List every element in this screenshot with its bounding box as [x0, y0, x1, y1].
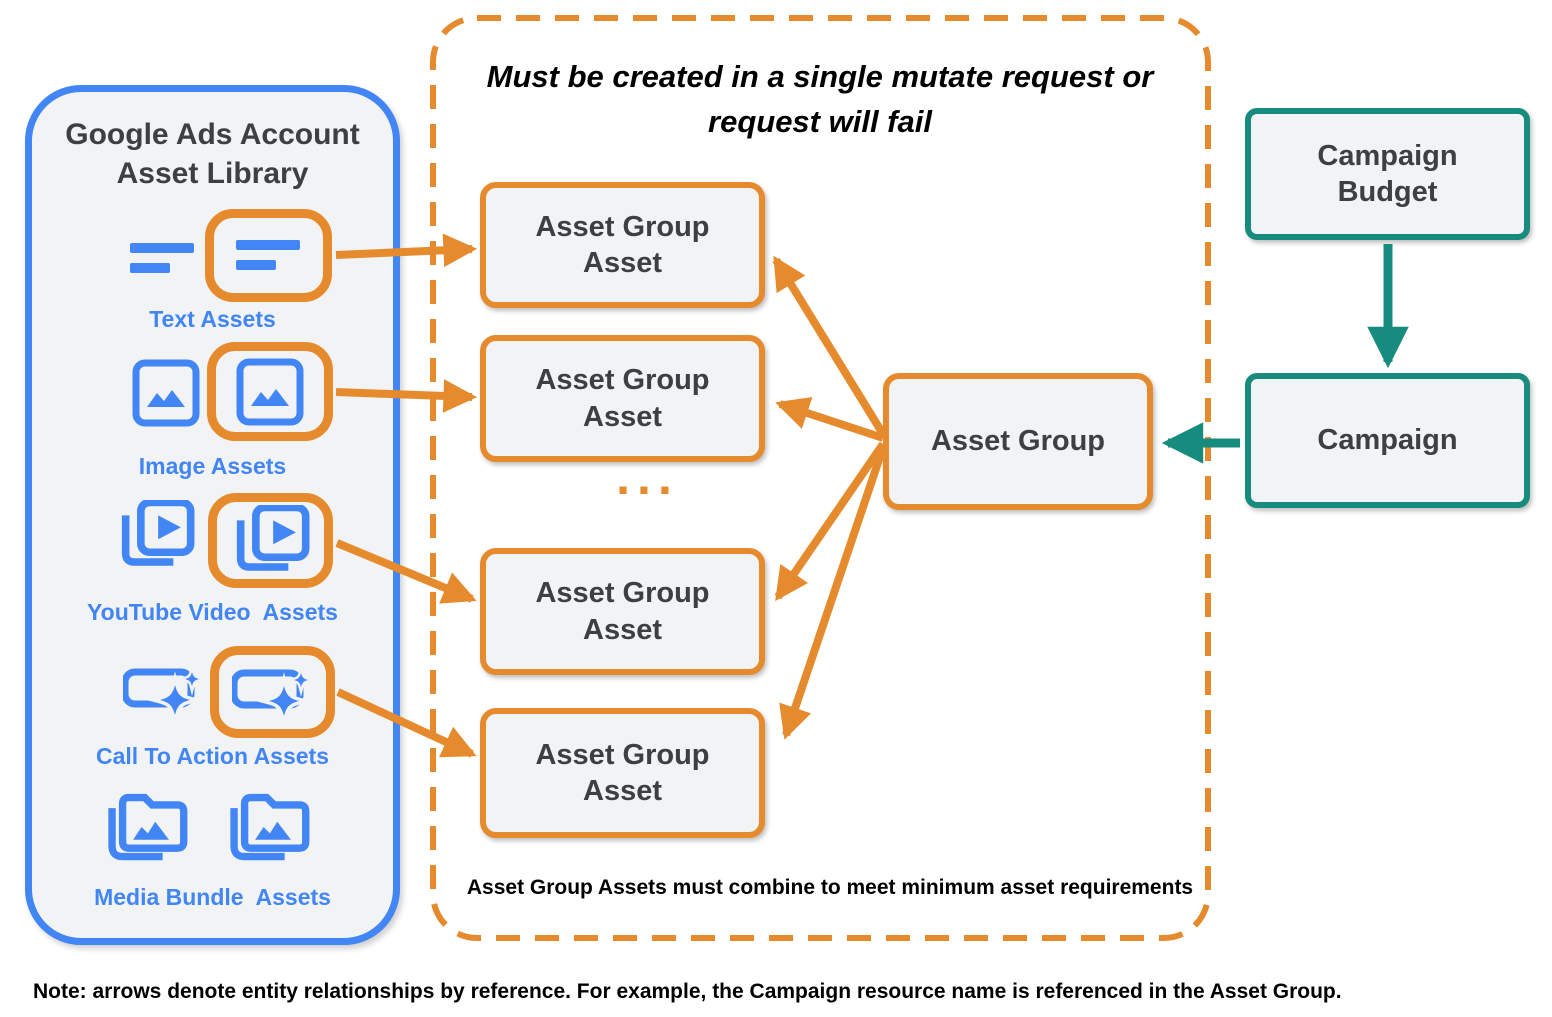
youtube-video-asset-icon [232, 505, 310, 577]
text-asset-icon [130, 243, 196, 275]
media-bundle-assets-label: Media Bundle Assets [94, 884, 331, 910]
mutate-request-title: Must be created in a single mutate reque… [486, 59, 1154, 139]
arrow-asset-group-to-asset-group-asset-1 [772, 255, 887, 437]
asset-library-title: Google Ads Account Asset Library [65, 118, 360, 190]
call-to-action-asset-icon [232, 667, 314, 717]
campaign-box: Campaign [1245, 373, 1530, 508]
asset-group-asset-box-3: Asset Group Asset [480, 548, 765, 675]
image-asset-icon [236, 358, 304, 426]
asset-group-box: Asset Group [883, 373, 1153, 510]
youtube-video-asset-highlight-box [208, 493, 333, 588]
asset-group-asset-box-1: Asset Group Asset [480, 182, 765, 308]
asset-library-container: Google Ads Account Asset Library Text As… [25, 85, 400, 945]
call-to-action-assets-label: Call To Action Assets [95, 743, 330, 769]
media-bundle-asset-icon [227, 787, 317, 865]
arrow-asset-group-to-asset-group-asset-3 [774, 441, 887, 602]
reference-note: Note: arrows denote entity relationships… [33, 980, 1342, 1003]
image-asset-icon [132, 359, 200, 427]
youtube-video-assets-label: YouTube Video Assets [87, 599, 338, 625]
asset-group-asset-box-2: Asset Group Asset [480, 335, 765, 462]
image-assets-label: Image Assets [138, 453, 287, 479]
text-asset-highlight-box [205, 209, 332, 302]
text-assets-label: Text Assets [149, 306, 276, 332]
arrow-asset-group-to-asset-group-asset-4 [779, 446, 887, 740]
campaign-budget-box: Campaign Budget [1245, 108, 1530, 240]
call-to-action-asset-highlight-box [210, 646, 335, 738]
mutate-request-footnote: Asset Group Assets must combine to meet … [466, 876, 1194, 899]
call-to-action-asset-icon [123, 666, 205, 716]
image-asset-highlight-box [207, 342, 333, 441]
ellipsis: ... [616, 449, 679, 505]
arrow-asset-group-to-asset-group-asset-2 [775, 396, 885, 442]
youtube-video-asset-icon [117, 500, 195, 572]
asset-group-asset-box-4: Asset Group Asset [480, 708, 765, 838]
media-bundle-asset-icon [105, 787, 195, 865]
text-asset-icon [236, 240, 302, 272]
